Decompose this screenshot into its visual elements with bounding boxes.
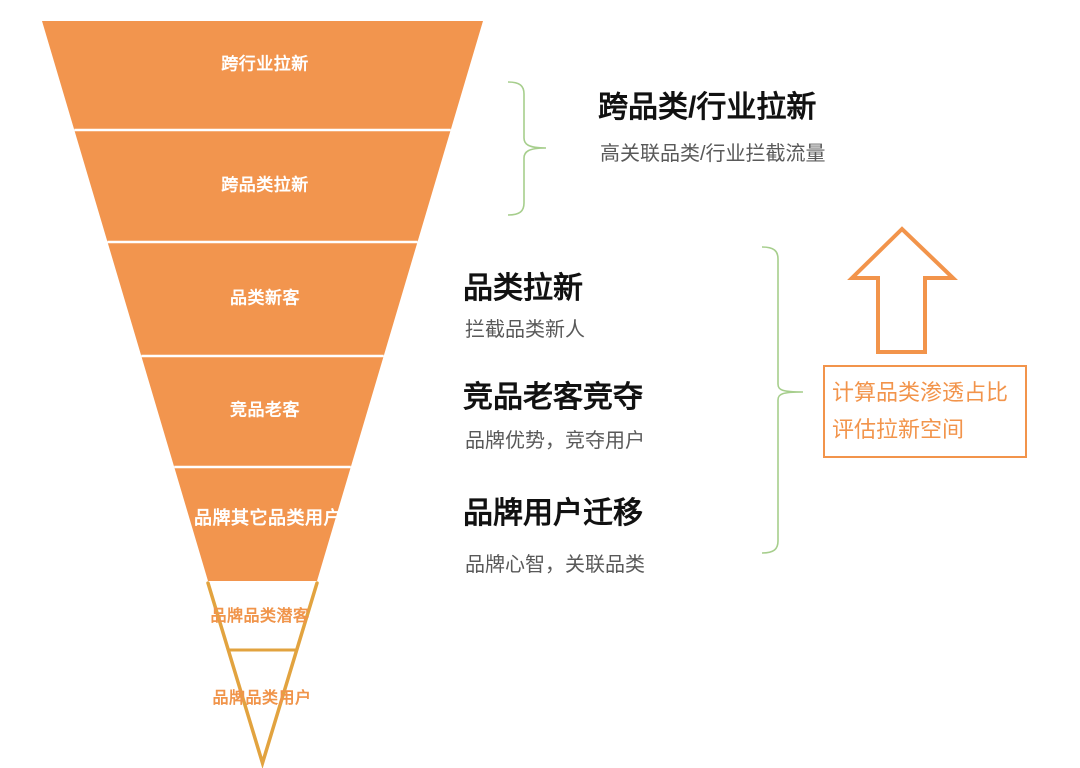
heading-category-acquisition: 品类拉新 [463,272,583,305]
curly-brace-middle-icon [761,246,804,554]
subtext-category-acquisition: 拦截品类新人 [465,319,585,341]
up-arrow-icon [847,226,958,354]
funnel-segment-category-new [107,242,418,356]
subtext-brand-user-migration: 品牌心智，关联品类 [465,554,645,576]
callout-line-2: 评估拉新空间 [832,417,965,442]
funnel-segment-brand-other-category [174,467,351,581]
heading-brand-user-migration: 品牌用户迁移 [463,497,643,530]
funnel-label-brand-category-potential: 品牌品类潜客 [210,606,310,625]
funnel-segment-competitor-old [141,356,384,467]
funnel-label-category-new: 品类新客 [230,287,300,307]
heading-competitor-capture: 竞品老客竞夺 [463,381,643,414]
callout-line-1: 计算品类渗透占比 [832,380,1009,405]
funnel-label-competitor-old: 竞品老客 [230,399,300,419]
subtext-cross-category-industry: 高关联品类/行业拦截流量 [600,143,826,165]
funnel-outline-tip [206,581,319,768]
subtext-competitor-capture: 品牌优势，竞夺用户 [465,430,645,452]
funnel-label-brand-other-category: 品牌其它品类用户 [194,507,342,528]
funnel-label-cross-industry: 跨行业拉新 [221,53,309,73]
funnel-segment-cross-category [74,130,451,242]
funnel-label-cross-category: 跨品类拉新 [221,174,309,194]
funnel-segment-cross-industry [42,21,483,130]
curly-brace-top-icon [507,81,547,216]
callout-box: 计算品类渗透占比 评估拉新空间 [823,365,1027,458]
funnel-label-brand-category-user: 品牌品类用户 [212,688,311,707]
funnel-chart: 跨行业拉新 跨品类拉新 品类新客 竞品老客 品牌其它品类用户 品牌品类潜客 品牌… [42,21,483,768]
heading-cross-category-industry: 跨品类/行业拉新 [598,91,817,124]
